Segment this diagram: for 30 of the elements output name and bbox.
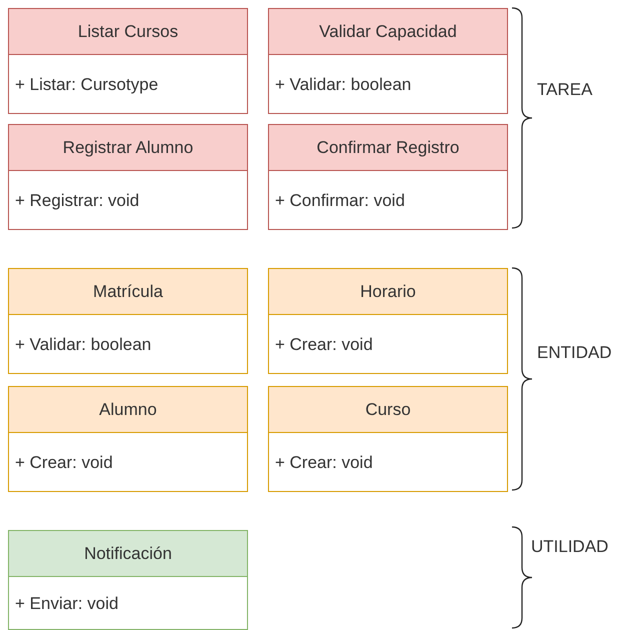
class-name: Matrícula [9,269,247,315]
class-name: Notificación [9,531,247,577]
class-box [268,8,508,114]
class-box [268,124,508,230]
group-label: UTILIDAD [531,537,608,557]
class-method: + Registrar: void [14,190,140,212]
class-method: + Enviar: void [14,592,120,614]
group-label: TAREA [537,80,592,100]
class-name: Alumno [9,387,247,433]
group-label: ENTIDAD [537,343,612,363]
class-box [8,124,248,230]
class-method: + Validar: boolean [14,334,152,356]
class-box [8,268,248,374]
class-box [8,530,248,630]
class-box [268,268,508,374]
class-method: + Validar: boolean [274,74,412,96]
class-box [8,8,248,114]
class-name: Registrar Alumno [9,125,247,171]
class-method: + Crear: void [274,452,374,474]
class-method: + Listar: Cursotype [14,74,160,96]
class-name: Confirmar Registro [269,125,507,171]
class-box [268,386,508,492]
class-method: + Crear: void [274,334,374,356]
class-method: + Crear: void [14,452,114,474]
class-name: Listar Cursos [9,9,247,55]
class-box [8,386,248,492]
class-name: Horario [269,269,507,315]
class-name: Validar Capacidad [269,9,507,55]
class-method: + Confirmar: void [274,190,406,212]
class-name: Curso [269,387,507,433]
